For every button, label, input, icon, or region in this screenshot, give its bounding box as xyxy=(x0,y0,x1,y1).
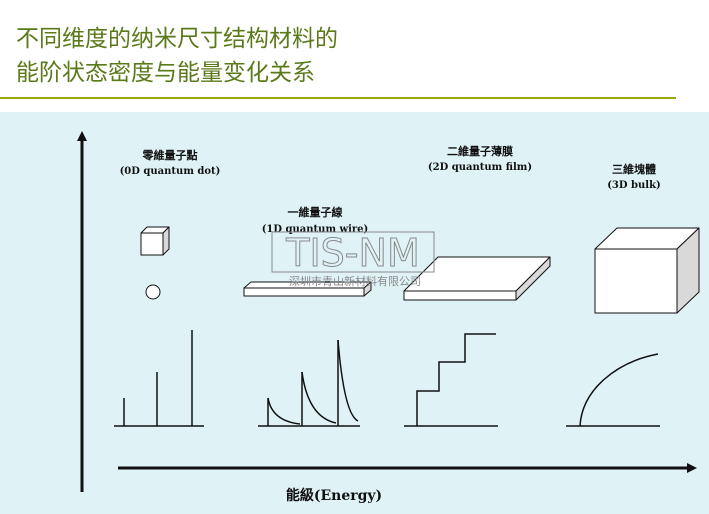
watermark-company: 深圳市青山新材料有限公司 xyxy=(289,274,421,288)
label-0d-cn: 零維量子點 xyxy=(142,148,198,162)
title-line-2: 能阶状态密度与能量变化关系 xyxy=(16,60,315,86)
title-line-1: 不同维度的纳米尺寸结构材料的 xyxy=(16,26,338,52)
quantum-dot-sphere xyxy=(145,284,161,300)
watermark-logo: TIS-NM 深圳市青山新材料有限公司 xyxy=(271,231,435,288)
quantum-dot-cube xyxy=(140,226,170,256)
diagram-canvas: 能級(Energy) 零維量子點 (0D quantum dot) 一維量子線 … xyxy=(77,131,700,504)
quantum-film xyxy=(403,256,551,301)
quantum-wire xyxy=(243,281,372,297)
dos-2d-graph xyxy=(404,333,498,427)
label-3d-cn: 三維塊體 xyxy=(612,162,656,176)
energy-axis-label: 能級(Energy) xyxy=(286,487,382,504)
label-1d-cn: 一維量子線 xyxy=(288,205,343,219)
dos-1d-graph xyxy=(258,339,360,427)
dos-3d-graph xyxy=(566,353,660,427)
label-0d-en: (0D quantum dot) xyxy=(120,166,221,177)
title-divider xyxy=(0,97,676,99)
label-1d-en: (1D quantum wire) xyxy=(262,224,369,235)
slide-title: 不同维度的纳米尺寸结构材料的 能阶状态密度与能量变化关系 xyxy=(16,22,338,90)
watermark-text: TIS-NM xyxy=(285,231,419,275)
dos-0d-graph xyxy=(114,330,204,427)
bulk-cube xyxy=(594,227,700,314)
dos-diagram: 能級(Energy) 零維量子點 (0D quantum dot) 一維量子線 … xyxy=(0,112,709,514)
label-3d-en: (3D bulk) xyxy=(607,180,661,191)
label-2d-cn: 二維量子薄膜 xyxy=(447,144,513,158)
label-2d-en: (2D quantum film) xyxy=(428,162,532,173)
